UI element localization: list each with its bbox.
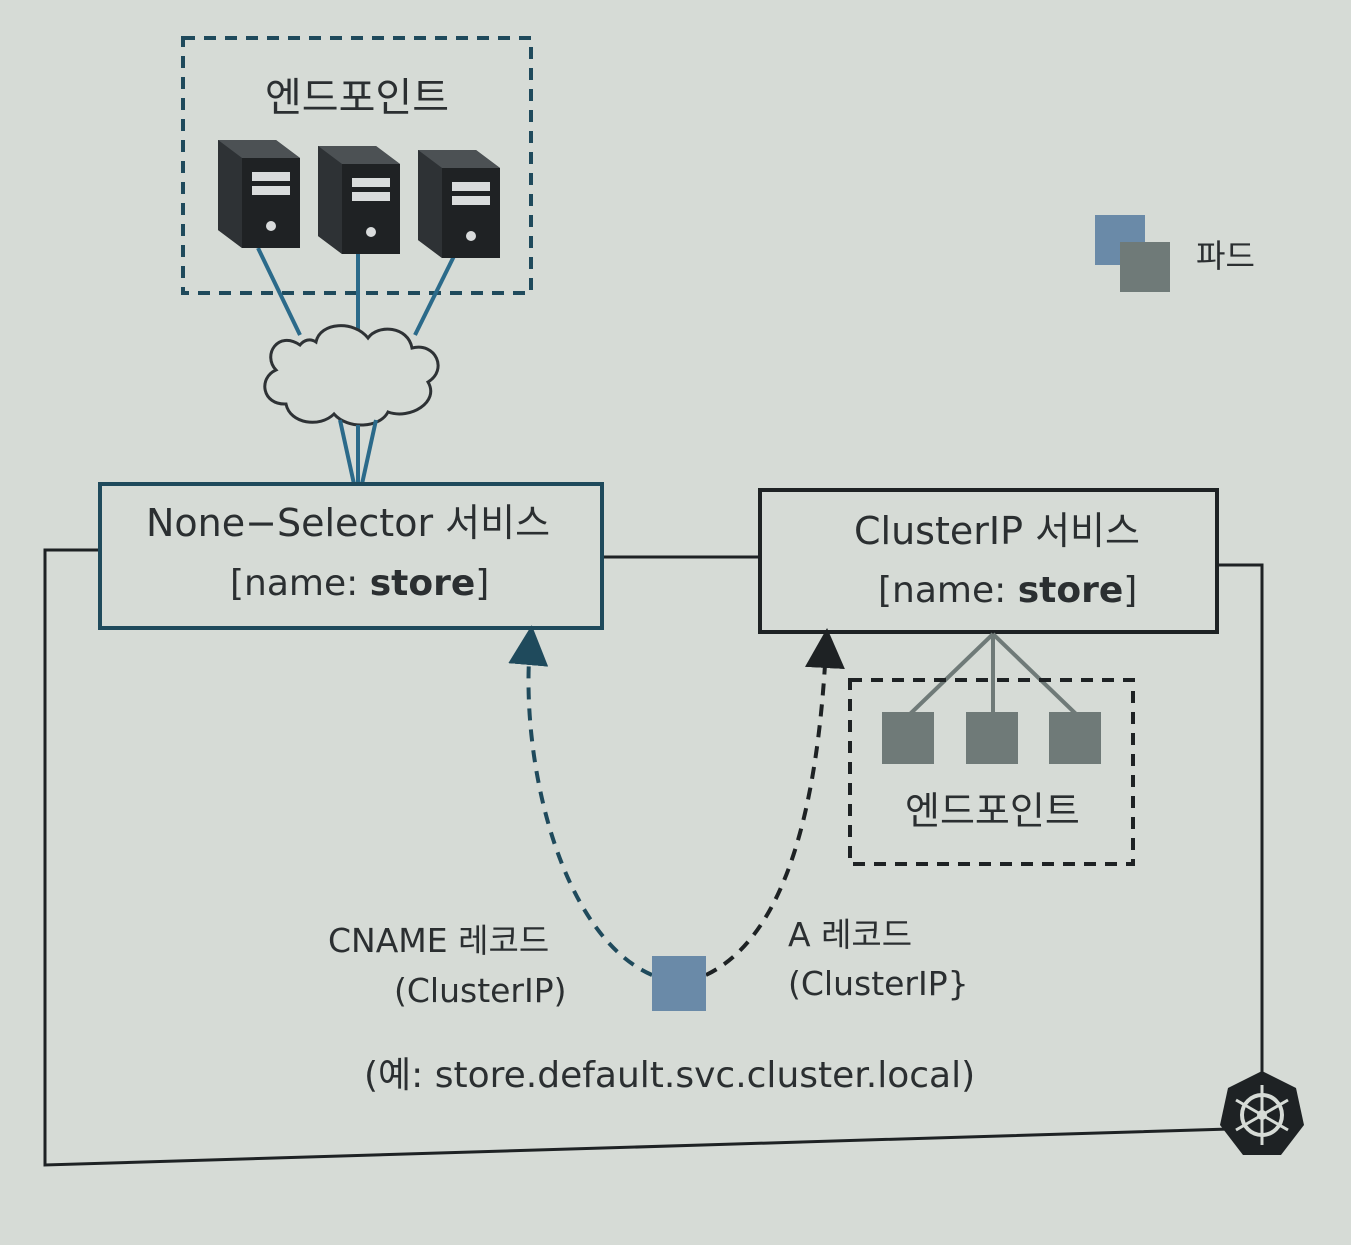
cluster-boundary: [43, 548, 1264, 1167]
cname-record-label: CNAME 레코드: [328, 921, 550, 960]
pod-icon: [1049, 712, 1101, 764]
clusterip-service-box: [758, 488, 1219, 634]
pod-icon: [966, 712, 1018, 764]
internal-endpoint-box: [848, 678, 1135, 866]
cname-record-arrow: [508, 625, 653, 977]
cname-record-sub: (ClusterIP): [394, 971, 567, 1010]
internal-endpoint-label: 엔드포인트: [905, 789, 1080, 833]
a-record-label: A 레코드: [788, 915, 913, 954]
clusterip-service-title: ClusterIP 서비스: [854, 509, 1140, 553]
pod-icon: [1095, 215, 1170, 292]
a-record-arrow: [705, 628, 845, 977]
none-selector-service-title: None−Selector 서비스: [146, 501, 551, 545]
kubernetes-helm-icon: [1220, 1071, 1304, 1155]
cloud-icon: [263, 324, 440, 427]
pod-icon: [882, 712, 934, 764]
server-icon: [418, 150, 500, 258]
clusterip-service-name: [name: store]: [878, 570, 1138, 611]
none-selector-service-name: [name: store]: [230, 563, 490, 604]
legend-pod-label: 파드: [1196, 237, 1255, 275]
server-icon: [318, 146, 400, 254]
a-record-sub: (ClusterIP}: [788, 964, 969, 1003]
external-endpoint-label: 엔드포인트: [265, 75, 449, 121]
example-dns-label: (예: store.default.svc.cluster.local): [364, 1055, 976, 1096]
client-pod-icon: [652, 956, 706, 1011]
none-selector-service-box: [98, 482, 604, 630]
server-icon: [218, 140, 300, 248]
